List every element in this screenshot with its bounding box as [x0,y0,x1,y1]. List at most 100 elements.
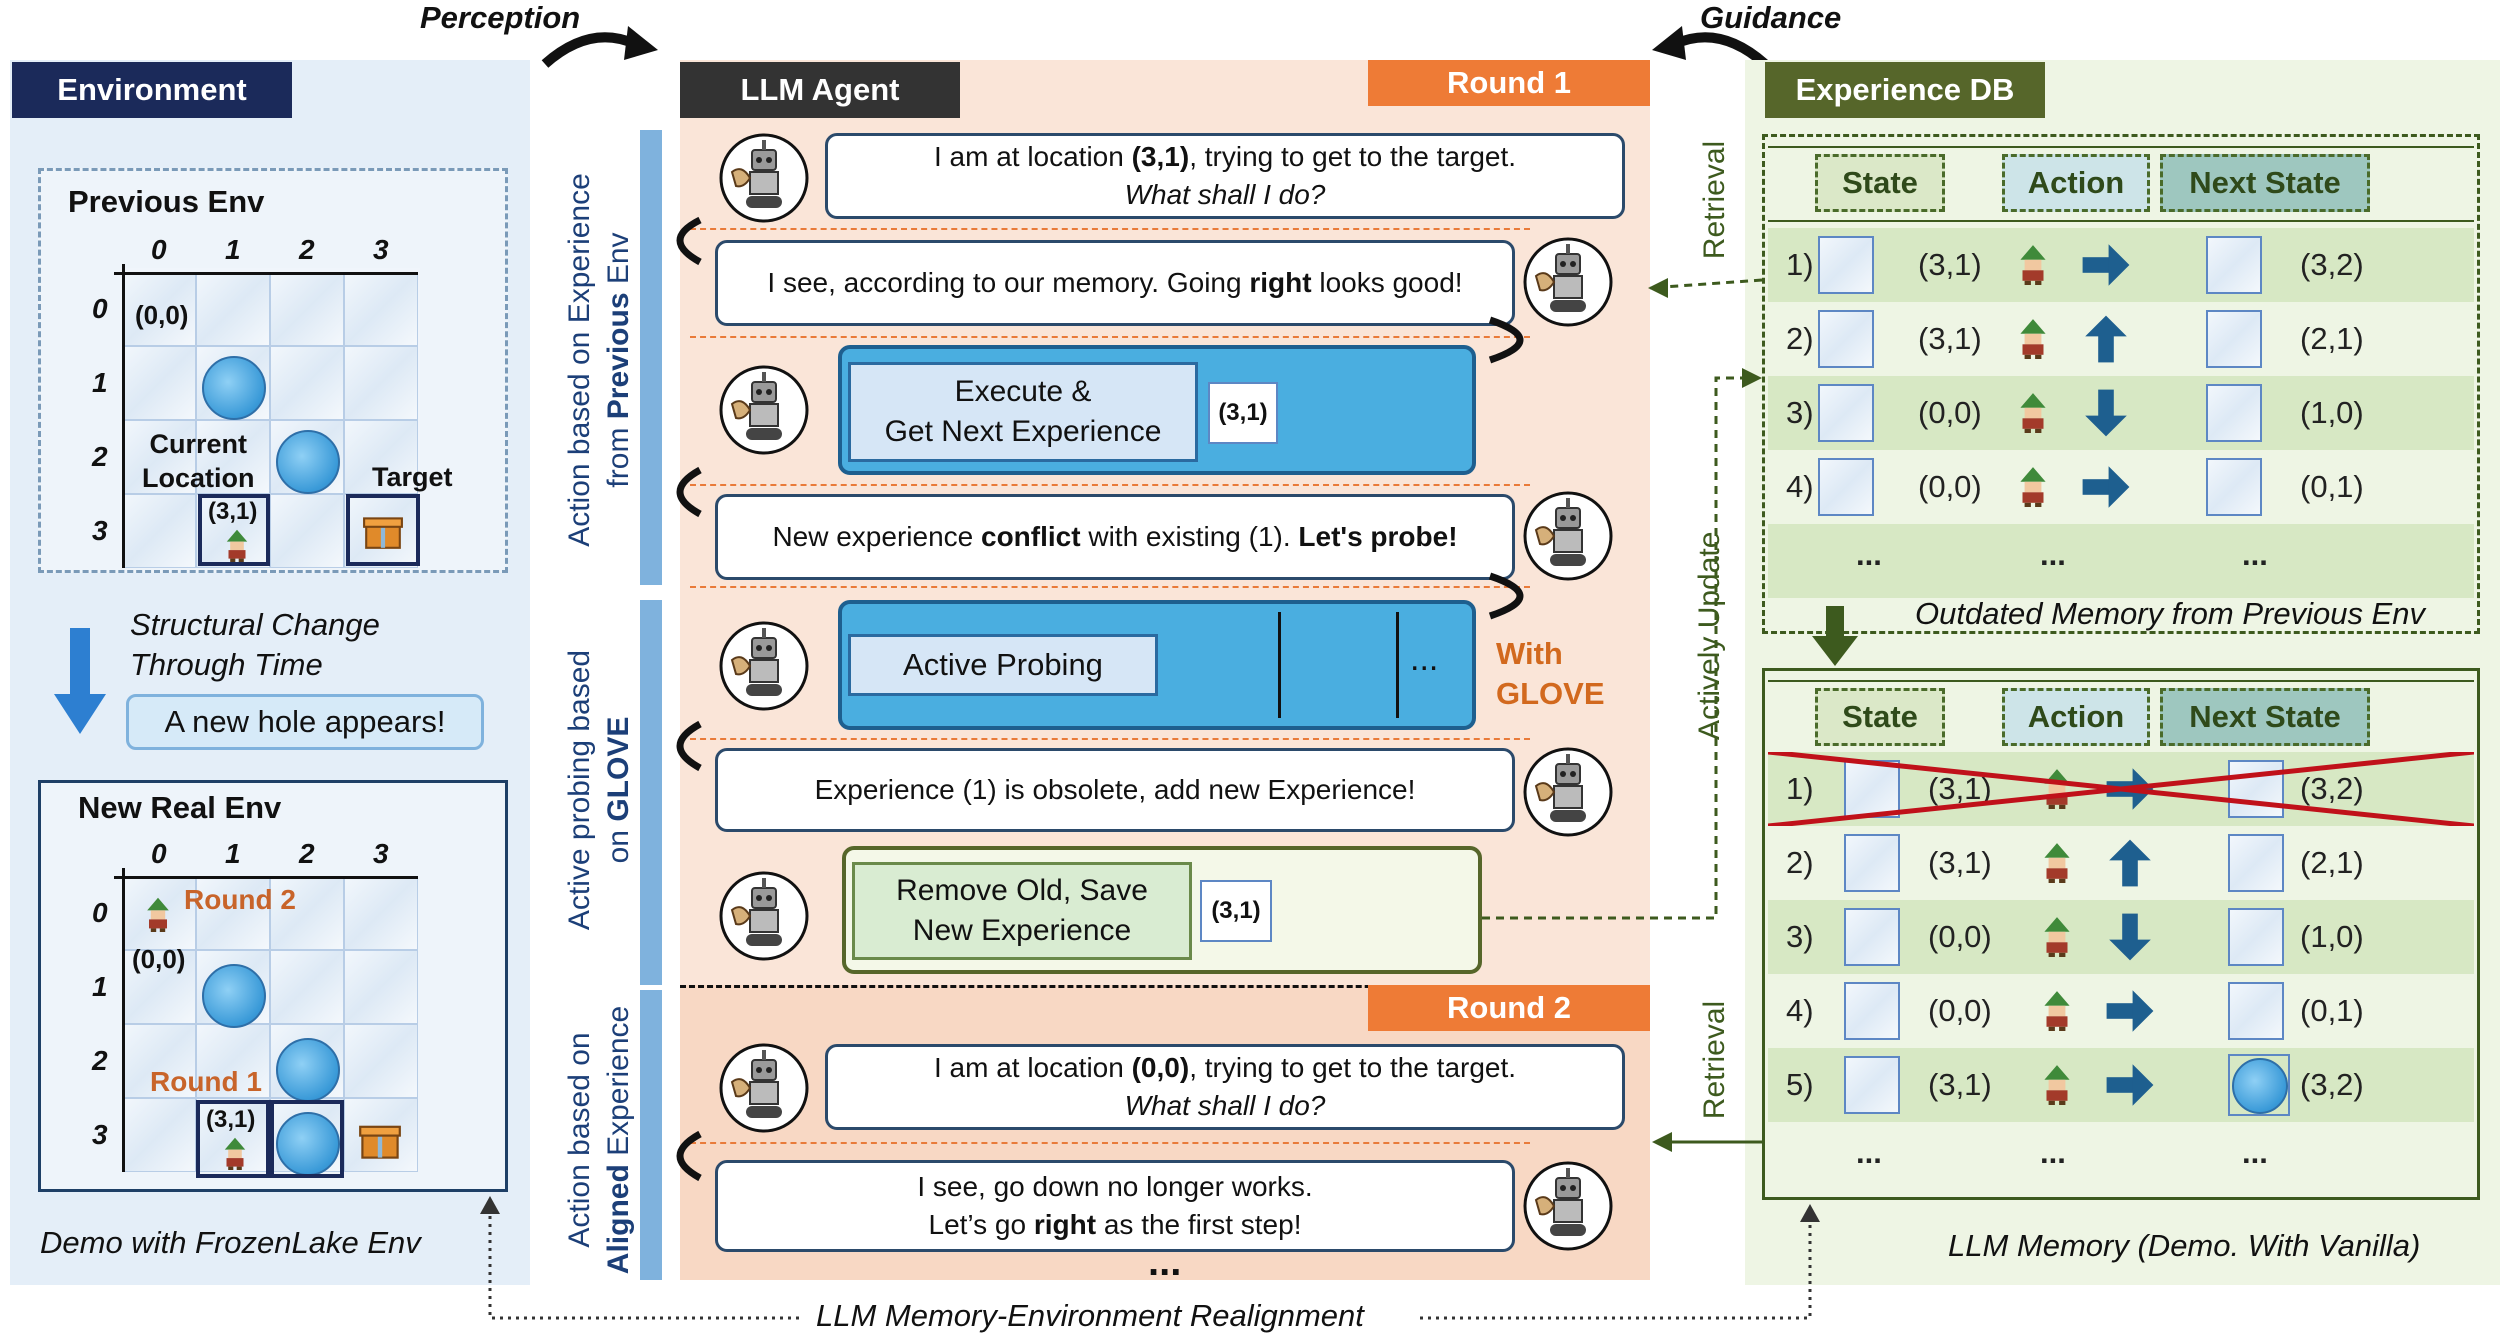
arrow-down-icon [2080,387,2132,439]
current-location-label: Current Location [142,429,255,493]
pos-label: (3,1) [206,1106,256,1133]
hole-cell-highlight [270,1100,344,1178]
hole-icon [202,964,266,1028]
next-state-tile [2206,310,2262,368]
grid-cell [344,420,418,494]
state-value: (3,1) [1918,321,1982,356]
pos-label: (3,1) [208,498,258,525]
elf-icon [218,1136,252,1170]
arrow-right-icon [2104,985,2156,1037]
retrieval-label-bottom: Retrieval [1698,1000,1731,1120]
arrow-right-icon [2080,461,2132,513]
retrieval-label-top: Retrieval [1698,140,1731,260]
col-label: 2 [299,838,315,869]
hole-icon [276,1112,340,1176]
new-env-title: New Real Env [78,790,282,825]
answer-bubble-round2: I see, go down no longer works. Let’s go… [715,1160,1515,1252]
grid-cell [270,346,344,420]
hole-icon [276,1038,340,1102]
outdated-memory-table [1762,134,2480,634]
target-cell-highlight [346,494,420,566]
table-header-state: State [1815,688,1945,746]
table-rule [1768,220,2474,222]
target-label: Target [372,462,453,492]
row-index: 1) [1786,771,1814,806]
grid-cell [344,346,418,420]
row-label: 1 [92,971,108,1002]
round2-label: Round 2 [184,884,296,915]
next-state-value: (0,1) [2300,469,2364,504]
row-label: 0 [92,897,108,928]
question-bubble-round2: I am at location (0,0), trying to get to… [825,1044,1625,1130]
bottom-dots: ... [1148,1240,1182,1284]
origin-label: (0,0) [135,300,189,330]
active-probing-label: Active Probing [848,634,1158,696]
grid-cell [196,420,270,494]
next-state-tile [2206,384,2262,442]
question-bubble-round1: I am at location (3,1), trying to get to… [825,133,1625,219]
table-row [1768,302,2474,376]
ellipsis-cell: ... [2040,1135,2066,1170]
round1-label: Round 1 [150,1066,262,1097]
treasure-icon [362,510,404,552]
arrow-up-icon [2104,837,2156,889]
strike-cross [1767,749,2475,829]
state-tile [1818,458,1874,516]
row-label: 3 [92,1119,108,1150]
robot-avatar-icon [718,132,810,224]
grid-cell [196,1024,270,1098]
execute-state-tile: (3,1) [1208,382,1278,444]
state-tile [1818,236,1874,294]
row-label: 1 [92,367,108,398]
down-arrow-icon [54,628,106,734]
round1-badge: Round 1 [1368,60,1650,106]
environment-title: Environment [12,62,292,118]
with-glove-label: With GLOVE [1496,636,1605,712]
table-header-action: Action [2002,688,2150,746]
memory-caption: LLM Memory (Demo. With Vanilla) [1948,1228,2421,1263]
guidance-label: Guidance [1700,0,1842,35]
perception-label: Perception [420,0,581,35]
treasure-icon [358,1118,402,1162]
grid-cell [122,1024,196,1098]
side-bar-1 [640,130,662,585]
row-index: 5) [1786,1067,1814,1102]
robot-avatar-icon [1522,236,1614,328]
row-index: 3) [1786,395,1814,430]
elf-icon [140,896,176,932]
elf-icon [2036,1063,2078,1105]
table-header-next-state: Next State [2160,154,2370,212]
next-state-value: (2,1) [2300,321,2364,356]
col-label: 2 [299,234,315,265]
grid-cell [270,494,344,568]
elf-icon [2012,317,2054,359]
state-value: (3,1) [1918,247,1982,282]
probe-ellipsis: ... [1410,640,1439,678]
row-index: 1) [1786,247,1814,282]
row-label: 2 [92,441,108,472]
elf-icon [2036,989,2078,1031]
row-index: 2) [1786,845,1814,880]
ellipsis-cell: ... [2242,537,2268,572]
arrow-down-icon [2104,911,2156,963]
next-state-tile [2228,982,2284,1040]
remove-old-label: Remove Old, Save New Experience [852,862,1192,960]
grid-cell [122,1098,196,1172]
state-value: (0,0) [1918,395,1982,430]
table-row [1768,1122,2474,1196]
col-label: 0 [151,234,167,265]
next-state-value: (1,0) [2300,919,2364,954]
col-label: 0 [151,838,167,869]
guidance-arrow-icon [1652,26,1769,68]
remove-state-tile: (3,1) [1200,880,1272,942]
arrow-right-icon [2104,1059,2156,1111]
elf-icon [2036,915,2078,957]
robot-avatar-icon [718,870,810,962]
grid-axis-left [122,264,125,568]
state-value: (0,0) [1918,469,1982,504]
grid-cell [344,272,418,346]
row-index: 3) [1786,919,1814,954]
hole-notice-badge: A new hole appears! [126,694,484,750]
state-tile [1844,908,1900,966]
round2-badge: Round 2 [1368,985,1650,1031]
